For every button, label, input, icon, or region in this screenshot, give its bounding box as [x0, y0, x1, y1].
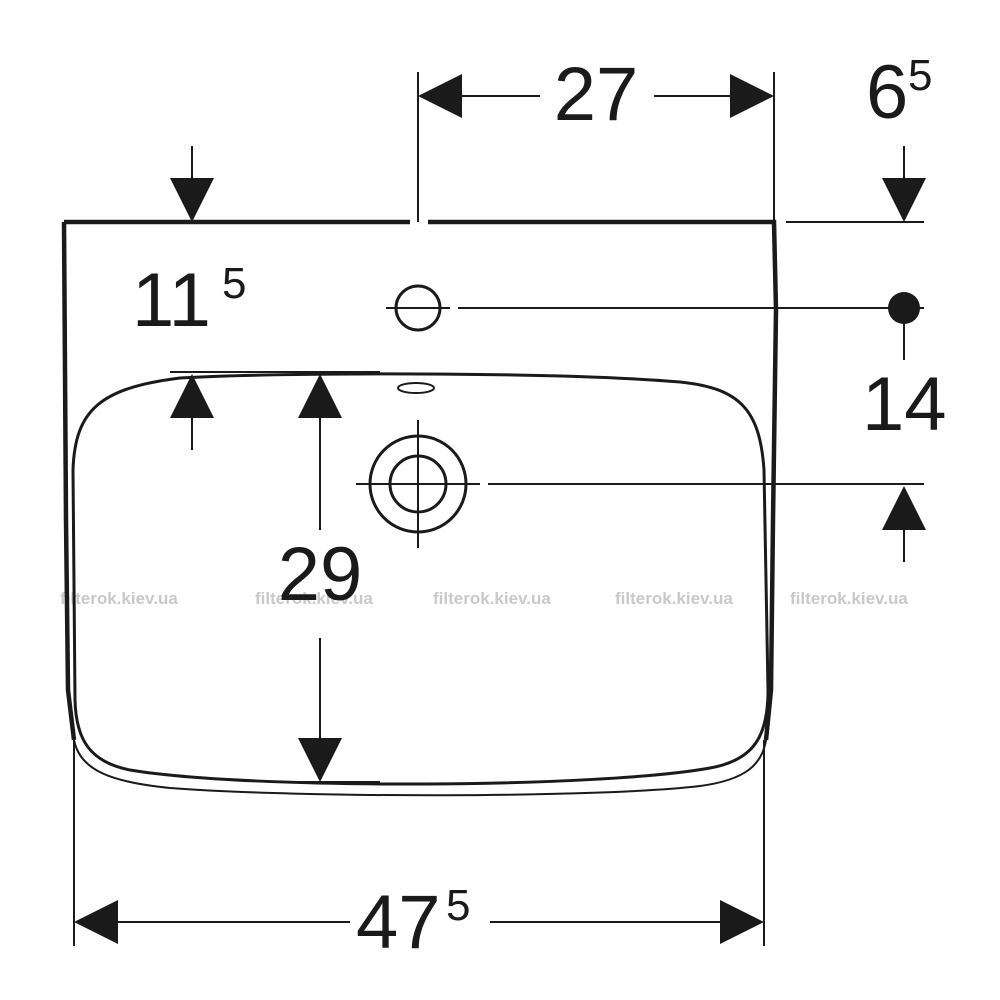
dimension-11-5-sup: 5 [222, 259, 246, 308]
dimension-14: 14 [488, 324, 947, 562]
dimension-14-label: 14 [862, 362, 947, 447]
overflow-slot [397, 382, 435, 394]
dimension-11-5-label: 11 [132, 258, 211, 343]
dimension-6-5-label: 6 [866, 50, 908, 135]
watermark-1: filterok.kiev.ua [60, 589, 178, 608]
dimension-29: 29 [278, 374, 380, 783]
dimension-6-5: 6 5 [458, 50, 932, 324]
tap-hole [386, 284, 450, 332]
dimension-27: 27 [418, 52, 774, 137]
dimension-11-5: 11 5 [132, 146, 380, 450]
watermark-4: filterok.kiev.ua [615, 589, 733, 608]
watermark-5: filterok.kiev.ua [790, 589, 908, 608]
dimension-47-5-label: 47 [356, 880, 441, 965]
watermark-2: filterok.kiev.ua [255, 589, 373, 608]
dimension-47-5: 47 5 [73, 740, 765, 965]
basin-inner-bowl [71, 372, 770, 786]
dimension-29-label: 29 [278, 532, 363, 617]
drain-outlet [356, 420, 480, 548]
basin-outer-outline [61, 219, 779, 741]
dimension-47-5-sup: 5 [446, 881, 470, 930]
watermark-row: filterok.kiev.ua filterok.kiev.ua filter… [60, 589, 908, 608]
dimension-27-label: 27 [554, 52, 639, 137]
watermark-3: filterok.kiev.ua [433, 589, 551, 608]
basin-rim-lip [73, 739, 767, 797]
tap-centre-marker [888, 292, 920, 324]
dimension-6-5-sup: 5 [908, 51, 932, 100]
